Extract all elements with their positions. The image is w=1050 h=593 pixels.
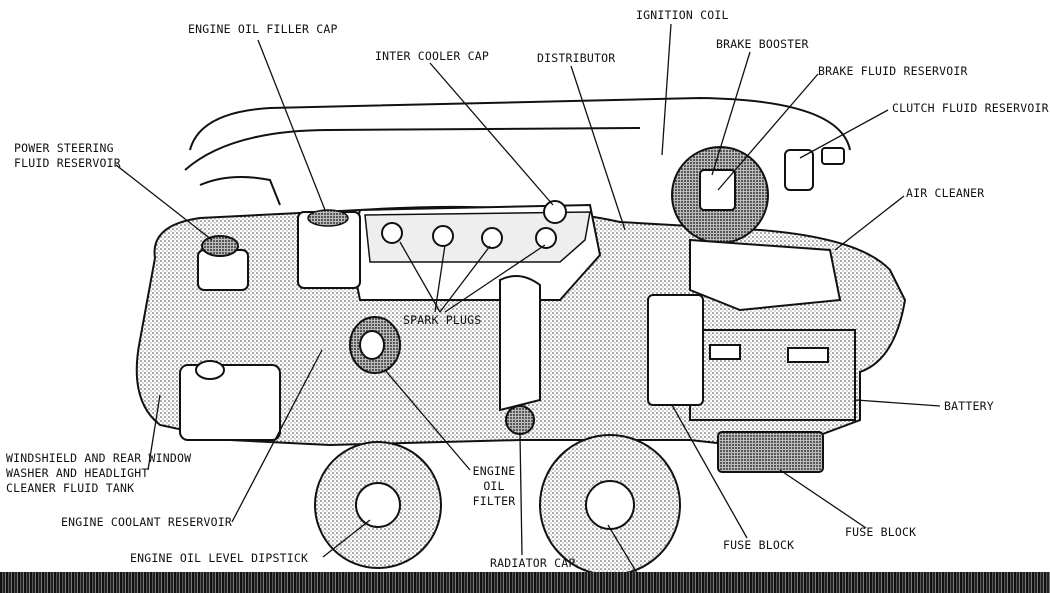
label-engine-oil-filter: ENGINE OIL FILTER: [468, 464, 520, 509]
label-line: FILTER: [472, 494, 516, 508]
label-ignition-coil: IGNITION COIL: [636, 8, 729, 22]
label-fuse-block-right: FUSE BLOCK: [845, 525, 917, 539]
intake-tube: [499, 275, 541, 412]
scan-artifact-strip: [0, 572, 1050, 593]
radiator-cap: [505, 405, 535, 435]
label-battery: BATTERY: [944, 399, 994, 413]
label-engine-oil-level-dipstick: ENGINE OIL LEVEL DIPSTICK: [130, 551, 309, 565]
label-inter-cooler-cap: INTER COOLER CAP: [375, 49, 489, 63]
brake-booster: [671, 146, 769, 244]
label-distributor: DISTRIBUTOR: [537, 51, 616, 65]
label-engine-oil-filler-cap: ENGINE OIL FILLER CAP: [188, 22, 338, 36]
label-power-steering-fluid-reservoir: POWER STEERING FLUID RESERVOIR: [14, 141, 121, 171]
label-line: OIL: [483, 479, 505, 493]
label-washer-tank: WINDSHIELD AND REAR WINDOW WASHER AND HE…: [6, 451, 191, 496]
cooling-fans: [314, 434, 681, 576]
label-clutch-fluid-reservoir: CLUTCH FLUID RESERVOIR: [892, 101, 1049, 115]
label-line: ENGINE: [472, 464, 516, 478]
label-spark-plugs: SPARK PLUGS: [403, 313, 482, 327]
fuse-block-right: [717, 431, 824, 473]
hood-outline: [184, 96, 851, 206]
label-radiator-cap: RADIATOR CAP: [490, 556, 576, 570]
label-line: FLUID RESERVOIR: [14, 156, 121, 170]
label-line: WINDSHIELD AND REAR WINDOW: [6, 451, 192, 465]
oil-filter-cylinder: [349, 316, 401, 374]
air-cleaner: [689, 238, 842, 312]
label-line: WASHER AND HEADLIGHT: [6, 466, 149, 480]
leader-lines: [115, 23, 941, 579]
battery: [689, 329, 856, 421]
label-air-cleaner: AIR CLEANER: [906, 186, 985, 200]
label-line: CLEANER FLUID TANK: [6, 481, 135, 495]
fuse-block-center: [647, 294, 704, 406]
label-brake-booster: BRAKE BOOSTER: [716, 37, 809, 51]
label-line: POWER STEERING: [14, 141, 114, 155]
clutch-reservoir: [784, 147, 845, 191]
washer-tank: [179, 364, 281, 441]
label-fuse-block-center: FUSE BLOCK: [723, 538, 795, 552]
label-engine-coolant-reservoir: ENGINE COOLANT RESERVOIR: [61, 515, 232, 529]
label-brake-fluid-reservoir: BRAKE FLUID RESERVOIR: [818, 64, 968, 78]
spark-plug-bosses: [381, 200, 567, 249]
power-steering-reservoir: [197, 235, 249, 291]
